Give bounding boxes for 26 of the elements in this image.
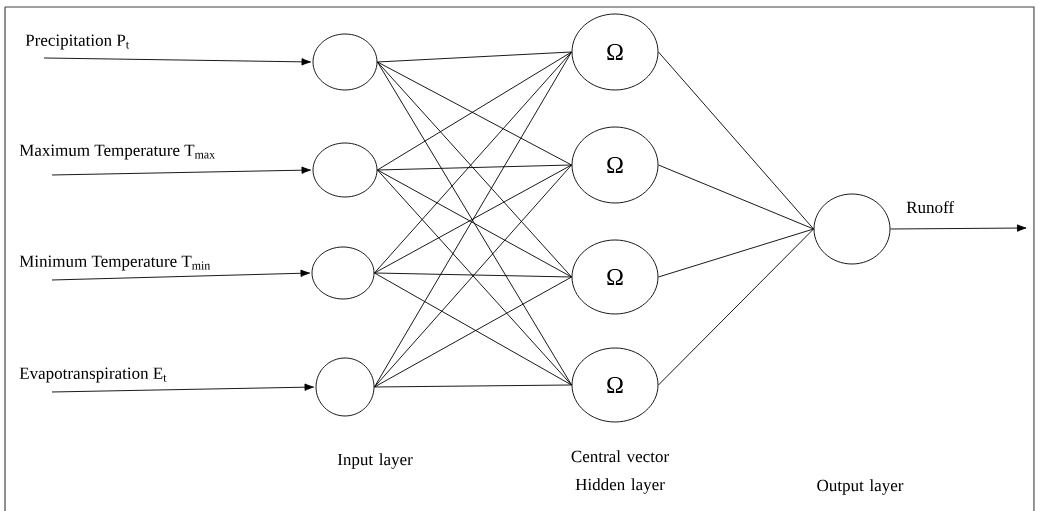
connection-line bbox=[377, 164, 572, 171]
arrow bbox=[43, 57, 312, 66]
edge-label: Minimum Temperature T$_{min}$ bbox=[19, 255, 211, 271]
connection-line bbox=[658, 164, 814, 230]
arrow bbox=[51, 383, 315, 393]
edge-label: Precipitation P$_{t}$ bbox=[25, 34, 129, 50]
layer-label: Central vector Hidden layer bbox=[571, 450, 669, 494]
connection-line bbox=[658, 228, 814, 386]
neuron-circle bbox=[315, 357, 375, 417]
connection-line bbox=[377, 51, 572, 63]
layer-label: Output layer bbox=[817, 479, 904, 495]
neuron-circle bbox=[312, 33, 378, 91]
arrow bbox=[890, 224, 1027, 232]
neuron-circle bbox=[813, 193, 891, 265]
neuron-circle bbox=[311, 246, 375, 300]
connection-line bbox=[658, 228, 814, 278]
edge-label: Evapotranspiration E$_{t}$ bbox=[19, 367, 167, 383]
edge-label: Runoff bbox=[906, 200, 955, 214]
layer-label: Input layer bbox=[337, 453, 413, 469]
arrow bbox=[51, 166, 312, 176]
neuron-circle bbox=[312, 142, 378, 198]
connection-line bbox=[374, 384, 572, 388]
edge-label: Maximum Temperature T$_{max}$ bbox=[19, 144, 215, 160]
connection-line bbox=[374, 272, 572, 278]
arrow bbox=[51, 269, 311, 281]
connection-line bbox=[658, 51, 814, 230]
